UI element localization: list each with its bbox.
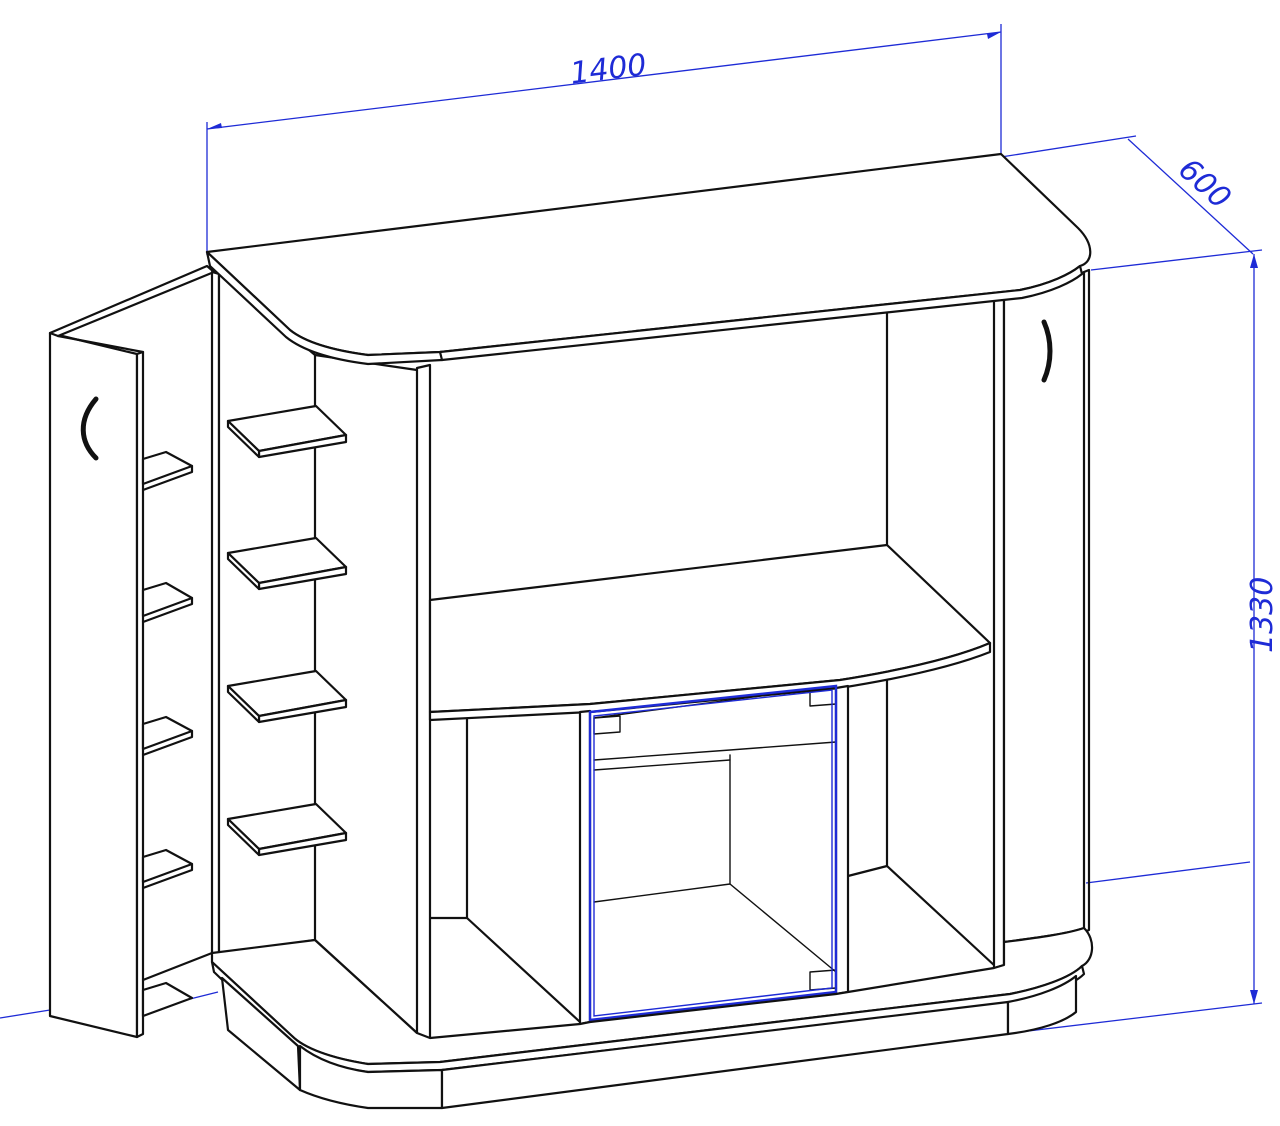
center-left-upright [415, 363, 432, 1040]
end-shelf-1-edge [141, 464, 194, 492]
height-arrow-bottom [1250, 990, 1258, 1004]
width-arrow-right [987, 32, 1001, 39]
right-upright [992, 292, 1006, 970]
end-shelf-3 [141, 715, 194, 751]
dimension-labels: 1400 600 1330 [568, 47, 1280, 653]
left-door-top-line [56, 334, 145, 354]
lower-left-floor [428, 916, 582, 1024]
depth-extension-bottom [1090, 249, 1263, 271]
left-door-handle-icon [80, 396, 99, 461]
floor-line-left [0, 1009, 51, 1019]
top-front-edge [205, 250, 1084, 366]
height-label: 1330 [1245, 577, 1280, 653]
tv-shelf [428, 543, 992, 722]
depth-label: 600 [1171, 152, 1237, 216]
left-door-front [48, 331, 139, 1039]
end-shelf-5 [141, 981, 194, 1018]
width-arrow-left [207, 123, 222, 129]
end-shelf-4-edge [141, 862, 194, 890]
tv-shelf-front-edge [428, 641, 992, 722]
left-floating-shelves [226, 404, 348, 857]
plinth-right-face [1006, 974, 1078, 1036]
right-upright-panel [992, 292, 1006, 970]
right-door-handle-icon [1041, 319, 1053, 383]
floating-shelf-2 [226, 536, 348, 591]
glass-cabinet-right-post [834, 684, 850, 996]
end-shelf-4 [141, 848, 194, 884]
left-door-edge [135, 350, 145, 1039]
glass-inner-shelf [593, 741, 837, 761]
glass-cabinet-left-post [578, 709, 592, 1026]
end-shelf-2 [141, 581, 194, 618]
glass-cabinet [578, 684, 850, 1026]
height-extension-bottom [1002, 1002, 1263, 1035]
lower-right-floor [846, 864, 997, 968]
right-door-front [1002, 270, 1086, 944]
glass-inner-floor [593, 883, 837, 973]
end-shelf-1 [141, 450, 194, 486]
height-extension-mid [1085, 861, 1251, 884]
left-door-top-edge [48, 264, 216, 338]
left-end-shelves [141, 450, 194, 1018]
dimension-lines [0, 24, 1263, 1035]
top-panel [205, 152, 1092, 366]
depth-dimension-line [1127, 138, 1254, 255]
height-arrow-top [1250, 254, 1258, 268]
end-shelf-2-edge [141, 596, 194, 624]
center-left-upright-panel [415, 363, 432, 1040]
tv-shelf-top [428, 543, 992, 714]
left-door [48, 264, 216, 1039]
glass-door-inner [593, 689, 833, 1017]
width-label: 1400 [568, 47, 648, 91]
top-surface [205, 152, 1092, 357]
end-shelf-3-edge [141, 729, 194, 757]
depth-extension-top [1000, 135, 1137, 158]
right-door [1002, 268, 1091, 944]
left-panel-base-line [141, 951, 214, 982]
width-dimension-line [206, 31, 1002, 130]
top-edge-joint [438, 350, 444, 362]
floating-shelf-1 [226, 404, 348, 459]
glass-inner-shelf-edge [593, 759, 731, 771]
base-plinth [210, 926, 1094, 1110]
floating-shelf-3 [226, 669, 348, 724]
glass-door-pane [588, 684, 838, 1022]
floating-shelf-4 [226, 802, 348, 857]
glass-hinge-top-left [593, 715, 621, 735]
left-side-panel [141, 270, 317, 982]
